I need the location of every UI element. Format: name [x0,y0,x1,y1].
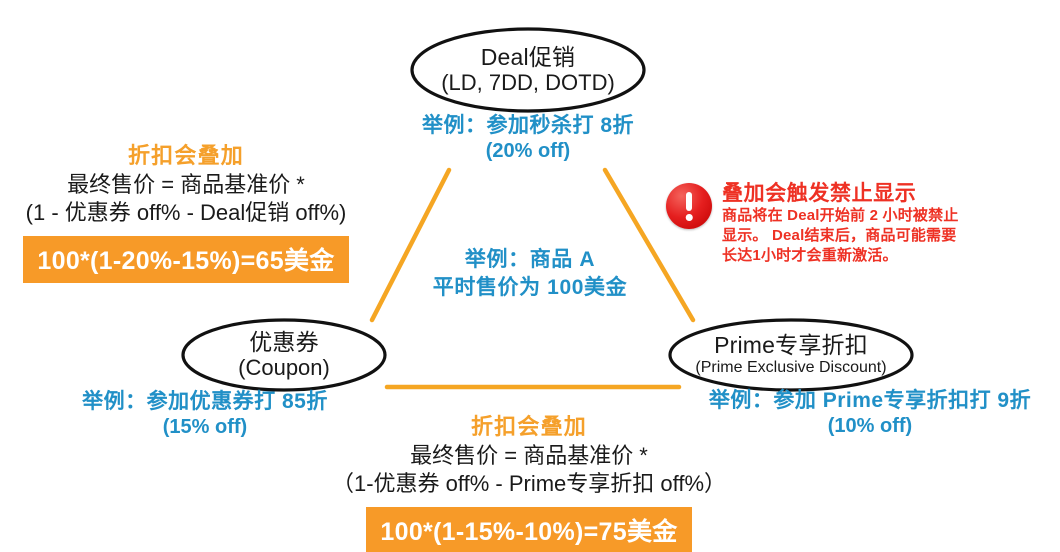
note-center-line2: 平时售价为 100美金 [432,276,628,300]
node-coupon-subtitle: (Coupon) [238,354,330,380]
node-coupon-outline [181,318,387,392]
formula-bottom-title: 折扣会叠加 [470,414,587,439]
node-coupon[interactable]: 优惠券 (Coupon) [180,317,388,393]
note-center-line1: 举例：商品 A [464,248,596,271]
formula-bottom-line2: （1-优惠券 off% - Prime专享折扣 off%） [331,471,727,497]
warning-body-line1: 商品将在 Deal开始前 2 小时被禁止 [722,207,959,225]
node-deal-title: Deal促销 [480,43,576,70]
warning-title: 叠加会触发禁止显示 [722,182,917,205]
formula-left-result-wrap: 100*(1-20%-15%)=65美金 [6,235,366,283]
note-center-example: 举例：商品 A 平时售价为 100美金 [388,246,672,303]
node-coupon-title: 优惠券 [249,328,319,355]
formula-bottom-result-wrap: 100*(1-15%-10%)=75美金 [259,506,799,552]
warning-text-group: 叠加会触发禁止显示 商品将在 Deal开始前 2 小时被禁止 显示。 Deal结… [722,181,959,266]
note-coupon-example-line1: 举例：参加优惠券打 85折 [82,390,328,413]
note-prime-example-line2: (10% off) [827,414,913,437]
formula-left-result: 100*(1-20%-15%)=65美金 [23,235,349,283]
note-coupon-example: 举例：参加优惠券打 85折 (15% off) [60,389,350,439]
warning-body-line3: 长达1小时才会重新激活。 [722,247,898,265]
warning-body-line2: 显示。 Deal结束后，商品可能需要 [722,227,957,245]
node-prime-label: Prime专享折扣 (Prime Exclusive Discount) [667,317,915,393]
node-coupon-label: 优惠券 (Coupon) [180,317,388,393]
formula-left-title: 折扣会叠加 [127,143,244,168]
formula-left-block: 折扣会叠加 最终售价 = 商品基准价 * (1 - 优惠券 off% - Dea… [6,142,366,283]
node-prime-title: Prime专享折扣 [714,332,868,359]
note-deal-example-line1: 举例：参加秒杀打 8折 [421,114,634,137]
node-deal-outline [410,27,646,113]
formula-left-line2: (1 - 优惠券 off% - Deal促销 off%) [25,200,347,226]
node-deal-subtitle: (LD, 7DD, DOTD) [441,69,615,95]
warning-block: 叠加会触发禁止显示 商品将在 Deal开始前 2 小时被禁止 显示。 Deal结… [666,181,1056,266]
note-prime-example: 举例：参加 Prime专享折扣打 9折 (10% off) [690,388,1050,438]
exclamation-bar [686,192,692,211]
note-prime-example-line1: 举例：参加 Prime专享折扣打 9折 [708,389,1032,412]
formula-left-line1: 最终售价 = 商品基准价 * [67,171,305,197]
node-deal-promotion[interactable]: Deal促销 (LD, 7DD, DOTD) [409,26,647,114]
node-prime-outline [668,318,914,392]
note-coupon-example-line2: (15% off) [162,415,248,438]
exclamation-circle-icon [666,183,712,229]
node-deal-label: Deal促销 (LD, 7DD, DOTD) [409,26,647,114]
formula-bottom-block: 折扣会叠加 最终售价 = 商品基准价 * （1-优惠券 off% - Prime… [259,413,799,552]
exclamation-dot [685,214,693,221]
node-prime-subtitle: (Prime Exclusive Discount) [695,358,887,376]
note-deal-example: 举例：参加秒杀打 8折 (20% off) [386,113,670,163]
node-prime-exclusive-discount[interactable]: Prime专享折扣 (Prime Exclusive Discount) [667,317,915,393]
formula-bottom-result: 100*(1-15%-10%)=75美金 [366,506,692,552]
note-deal-example-line2: (20% off) [485,139,571,162]
formula-bottom-line1: 最终售价 = 商品基准价 * [410,442,648,468]
